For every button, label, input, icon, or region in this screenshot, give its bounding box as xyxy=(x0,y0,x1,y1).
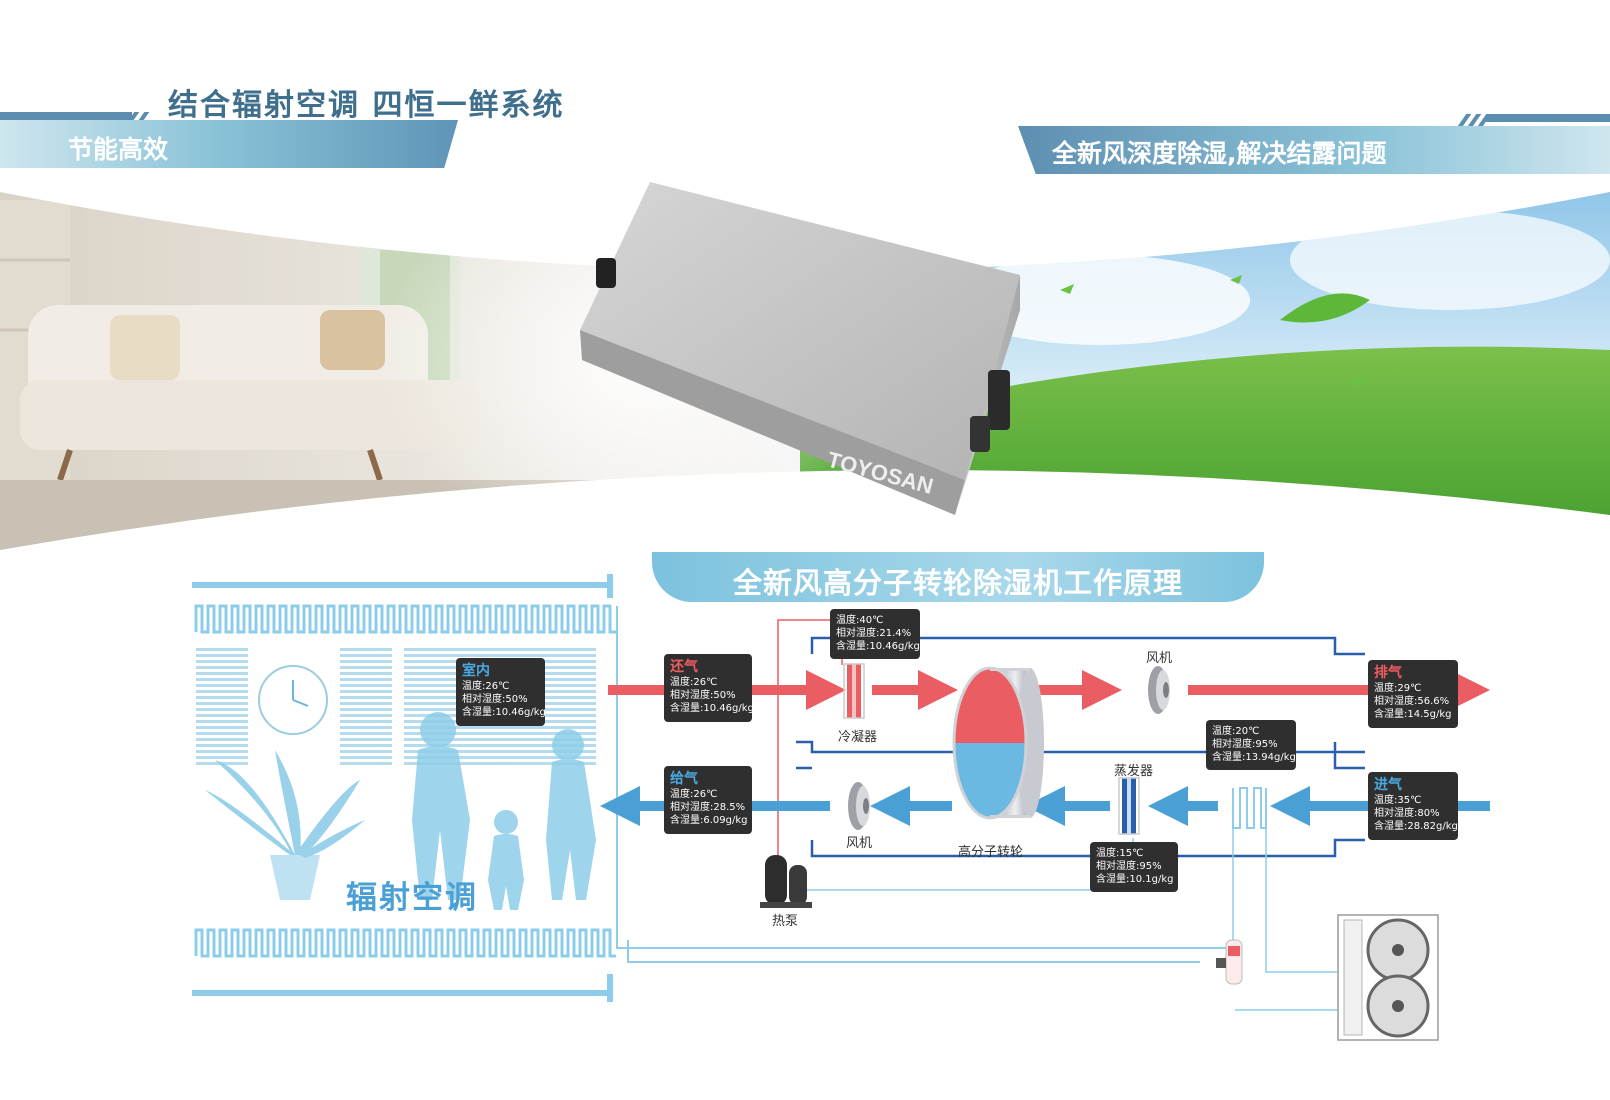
duct-outline xyxy=(796,636,1365,858)
supply-air-data-box: 给气 温度:26℃ 相对湿度:28.5% 含湿量:6.09g/kg xyxy=(664,766,752,834)
return-air-label: 还气 xyxy=(670,659,698,675)
banner-scene: TOYOSAN xyxy=(0,182,1610,550)
outdoor-unit xyxy=(1337,914,1439,1041)
radiant-panel-top xyxy=(192,574,616,634)
after-evaporator-moisture: 含湿量:10.1g/kg xyxy=(1096,874,1174,885)
after-condenser-data-box: 温度:40℃ 相对湿度:21.4% 含湿量:10.46g/kg xyxy=(830,609,920,659)
left-tag: 节能高效 xyxy=(68,135,169,164)
return-air-data-box: 还气 温度:26℃ 相对湿度:50% 含湿量:10.46g/kg xyxy=(664,654,754,722)
exhaust-air-temp: 温度:29℃ xyxy=(1374,683,1422,694)
exhaust-air-label: 排气 xyxy=(1374,665,1402,681)
fan-top xyxy=(1148,666,1170,714)
supply-air-label: 给气 xyxy=(670,771,698,787)
before-evaporator-data-box: 温度:20℃ 相对湿度:95% 含湿量:13.94g/kg xyxy=(1206,720,1296,770)
intake-air-rh: 相对湿度:80% xyxy=(1374,808,1440,819)
right-tag: 全新风深度除湿,解决结露问题 xyxy=(1052,139,1387,168)
after-evaporator-temp: 温度:15℃ xyxy=(1096,848,1144,859)
indoor-rh: 相对湿度:50% xyxy=(462,694,528,705)
indoor-moisture: 含湿量:10.46g/kg xyxy=(462,707,546,718)
after-condenser-rh: 相对湿度:21.4% xyxy=(836,628,912,639)
after-condenser-moisture: 含湿量:10.46g/kg xyxy=(836,641,920,652)
condenser xyxy=(843,663,865,719)
after-evaporator-data-box: 温度:15℃ 相对湿度:95% 含湿量:10.1g/kg xyxy=(1090,842,1178,892)
return-air-temp: 温度:26℃ xyxy=(670,677,718,688)
after-condenser-temp: 温度:40℃ xyxy=(836,615,884,626)
plant xyxy=(205,750,365,900)
indoor-label: 室内 xyxy=(462,663,490,679)
heat-pump-label: 热泵 xyxy=(772,914,799,929)
family-silhouette xyxy=(412,712,596,910)
after-evaporator-rh: 相对湿度:95% xyxy=(1096,861,1162,872)
supply-air-temp: 温度:26℃ xyxy=(670,789,718,800)
before-evaporator-moisture: 含湿量:13.94g/kg xyxy=(1212,752,1296,763)
fan-bottom xyxy=(848,782,870,830)
condenser-label: 冷凝器 xyxy=(838,730,878,745)
intake-air-temp: 温度:35℃ xyxy=(1374,795,1422,806)
radiant-panel-bottom xyxy=(192,928,616,1002)
diagram-title-bar xyxy=(652,552,1264,602)
wall-clock xyxy=(258,665,328,735)
diagram-title: 全新风高分子转轮除湿机工作原理 xyxy=(732,566,1183,600)
water-pump xyxy=(1216,939,1243,985)
supply-air-moisture: 含湿量:6.09g/kg xyxy=(670,815,748,826)
exhaust-air-rh: 相对湿度:56.6% xyxy=(1374,696,1450,707)
evaporator-label: 蒸发器 xyxy=(1114,764,1154,779)
desiccant-rotor xyxy=(952,666,1044,820)
fan-top-label: 风机 xyxy=(1146,651,1173,666)
main-title: 结合辐射空调 四恒一鲜系统 xyxy=(168,88,565,123)
indoor-data-box: 室内 温度:26℃ 相对湿度:50% 含湿量:10.46g/kg xyxy=(456,658,546,726)
intake-air-moisture: 含湿量:28.82g/kg xyxy=(1374,821,1458,832)
right-ribbon-line xyxy=(1486,114,1610,122)
supply-air-rh: 相对湿度:28.5% xyxy=(670,802,746,813)
right-ribbon xyxy=(1018,126,1610,174)
return-air-moisture: 含湿量:10.46g/kg xyxy=(670,703,754,714)
intake-air-data-box: 进气 温度:35℃ 相对湿度:80% 含湿量:28.82g/kg xyxy=(1368,772,1458,840)
intake-air-label: 进气 xyxy=(1374,777,1402,793)
precool-coil xyxy=(1232,787,1267,829)
before-evaporator-rh: 相对湿度:95% xyxy=(1212,739,1278,750)
indoor-temp: 温度:26℃ xyxy=(462,681,510,692)
radiant-ac-label: 辐射空调 xyxy=(346,880,478,916)
exhaust-air-data-box: 排气 温度:29℃ 相对湿度:56.6% 含湿量:14.5g/kg xyxy=(1368,660,1458,728)
rotor-label: 高分子转轮 xyxy=(958,845,1024,860)
left-ribbon-line xyxy=(0,112,132,120)
product-unit xyxy=(580,182,1020,515)
refrigerant-line-cold xyxy=(795,788,1340,1011)
heat-pump xyxy=(760,855,812,908)
exhaust-air-moisture: 含湿量:14.5g/kg xyxy=(1374,709,1452,720)
left-ribbon xyxy=(0,120,458,168)
evaporator xyxy=(1118,777,1140,835)
fan-bottom-label: 风机 xyxy=(846,836,873,851)
return-air-rh: 相对湿度:50% xyxy=(670,690,736,701)
before-evaporator-temp: 温度:20℃ xyxy=(1212,726,1260,737)
